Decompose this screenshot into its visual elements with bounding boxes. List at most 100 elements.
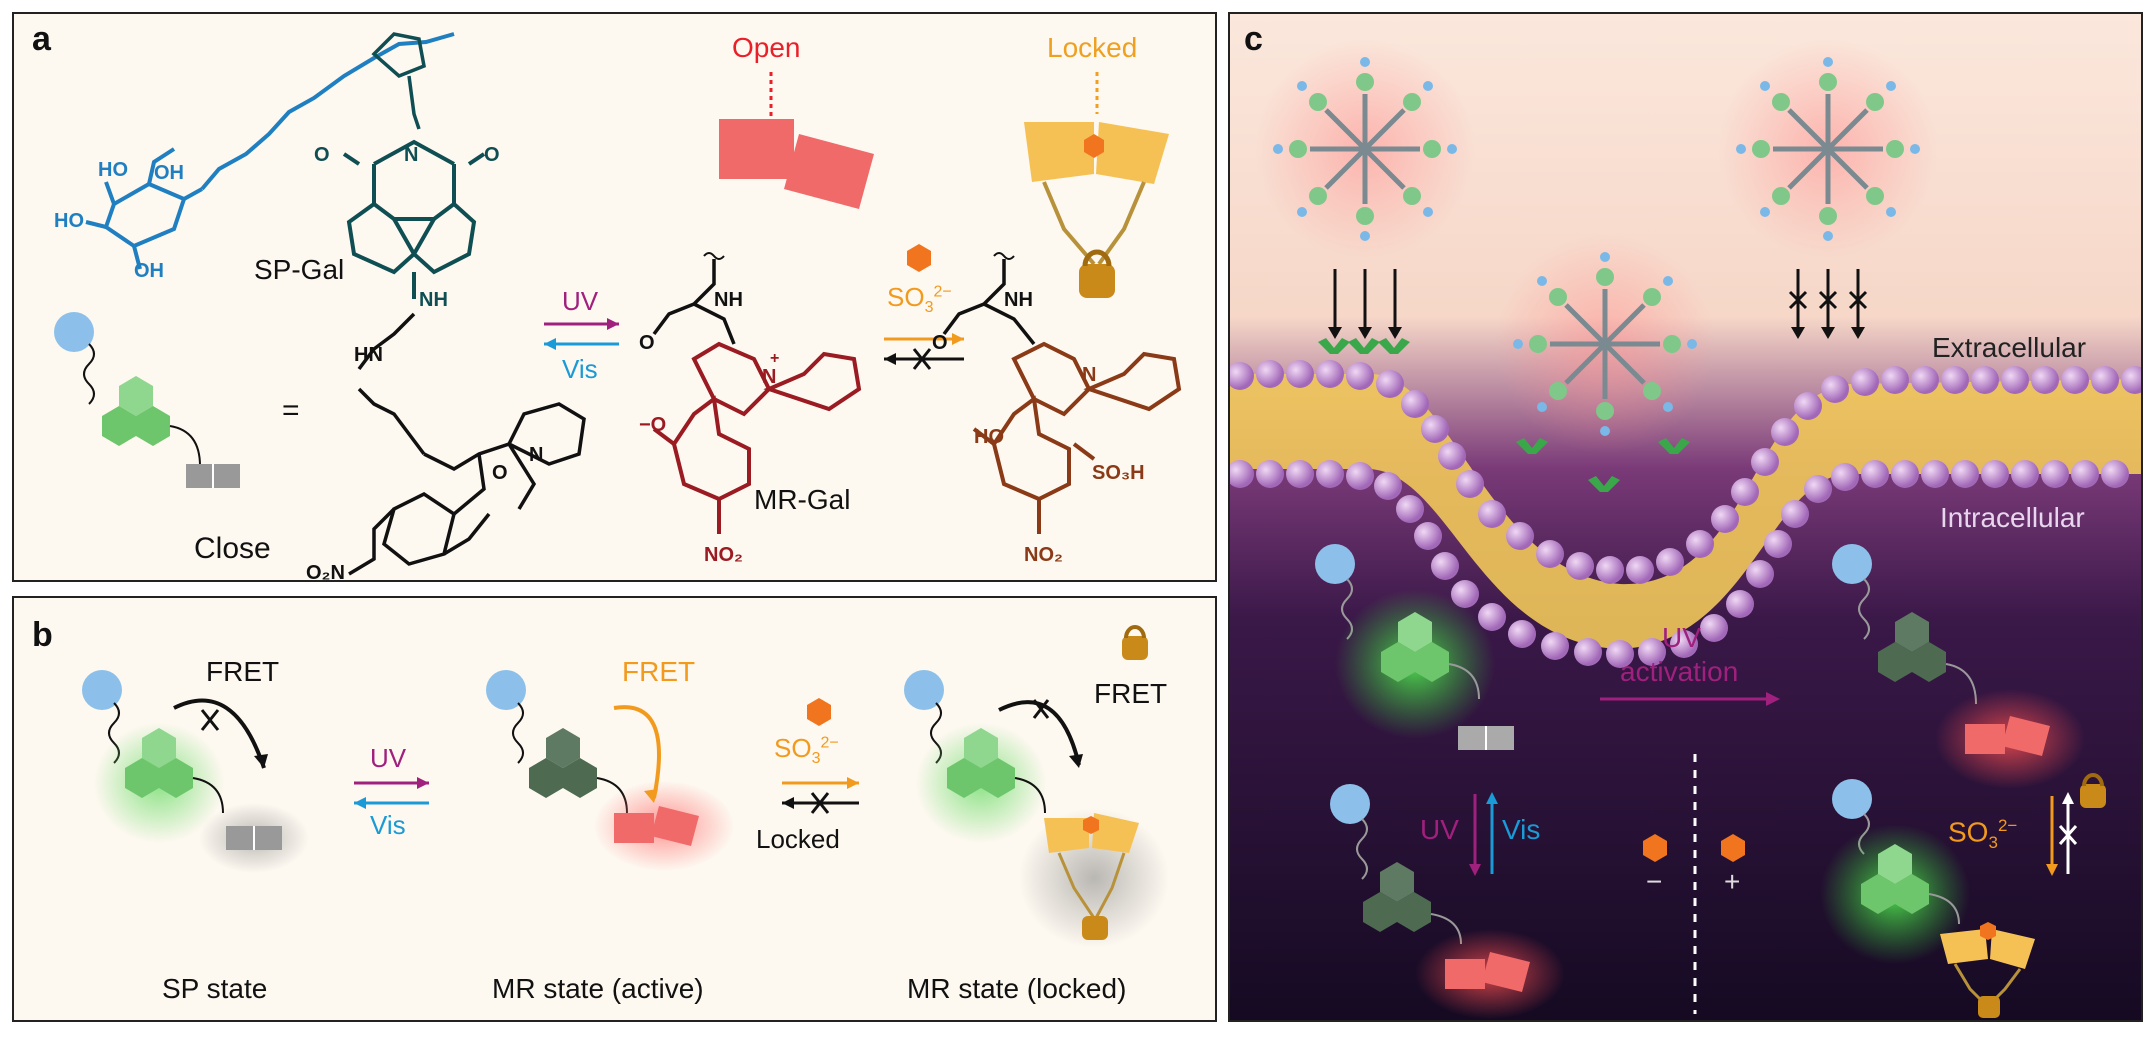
uv-vis-arrows-a <box>544 318 619 350</box>
panel-b-label: b <box>32 616 53 654</box>
sulfite-hexagon-minus <box>1643 834 1667 862</box>
sulfite-label-c: SO32− <box>1948 816 2018 852</box>
panel-a: a <box>12 12 1217 584</box>
atom-o-lock: O <box>932 332 948 354</box>
blocked-marks <box>1788 290 1868 310</box>
atom-n-naph: N <box>404 144 419 166</box>
uv-label-c: UV <box>1420 814 1459 845</box>
locked-hexagon <box>1084 134 1104 158</box>
atom-no2-mr: NO₂ <box>704 544 743 566</box>
mr-gal-label: MR-Gal <box>754 484 851 515</box>
linker-wave-a <box>83 343 95 405</box>
fret-arrow-b1 <box>173 698 266 769</box>
receptors <box>1318 338 1690 492</box>
atom-oh-1: OH <box>154 162 184 184</box>
triazole-ring <box>371 32 426 130</box>
fluorophore-circle-b1 <box>82 670 122 710</box>
extracellular-label: Extracellular <box>1932 332 2087 363</box>
minus-sign: − <box>1646 866 1663 897</box>
bond-mark-1 <box>703 252 725 260</box>
cell-probe-2 <box>1832 544 2085 789</box>
atom-n-sp: N <box>529 444 544 466</box>
atom-nh-naph: NH <box>419 289 448 311</box>
uv-label-b: UV <box>370 743 407 773</box>
atom-o-naph-1: O <box>314 144 330 166</box>
atom-ho-2: HO <box>54 210 84 232</box>
cell-probe-4 <box>1820 779 2035 1018</box>
sp-gal-label: SP-Gal <box>254 254 345 285</box>
mr-gal-structure <box>652 341 862 534</box>
open-block-right <box>784 134 874 209</box>
panel-a-graphics <box>54 32 1182 576</box>
hexagon-a1 <box>119 376 153 416</box>
padlock-icon-c <box>2080 784 2106 808</box>
locked-label-b: Locked <box>756 824 840 854</box>
cell-probe-3 <box>1330 784 1565 1019</box>
locked-label-a: Locked <box>1047 32 1138 63</box>
sulfite-label-a: SO32− <box>887 282 952 317</box>
intracellular-label: Intracellular <box>1940 502 2085 533</box>
hexagon-a3 <box>136 406 170 446</box>
fret-arrow-b2 <box>613 705 661 799</box>
panel-b: b <box>12 596 1217 1022</box>
atom-nh-mr: NH <box>714 289 743 311</box>
uv-activation-uv: UV <box>1662 622 1701 653</box>
fret-label-b2: FRET <box>622 656 696 687</box>
fluorophore-circle-a <box>54 312 94 352</box>
uv-activation-label: activation <box>1620 656 1739 687</box>
sulfite-arrows-a <box>884 333 964 370</box>
fret-arrow-b3 <box>998 700 1081 766</box>
atom-n-mr: N <box>762 366 777 388</box>
panel-b-graphics <box>82 625 1169 948</box>
uv-label-a: UV <box>562 286 599 316</box>
panel-c-graphics <box>1230 14 2141 1020</box>
micelle-3 <box>1495 234 1715 454</box>
atom-ho-1: HO <box>98 159 128 181</box>
atom-o-naph-2: O <box>484 144 500 166</box>
fluorophore-circle-b3 <box>904 670 944 710</box>
vis-label-b: Vis <box>370 810 406 840</box>
locked-block-right <box>1096 122 1169 184</box>
sulfite-label-b: SO32− <box>774 733 839 768</box>
atom-ominus: −O <box>639 414 667 436</box>
plus-sign: + <box>1724 866 1741 897</box>
cell-probe-1 <box>1315 544 1514 750</box>
atom-so3h: SO₃H <box>1092 462 1145 484</box>
locked-linker <box>942 259 1036 346</box>
membrane-heads <box>1230 360 2141 668</box>
open-block-left <box>719 119 794 179</box>
atom-hn: HN <box>354 344 383 366</box>
padlock-icon-b <box>1082 916 1108 940</box>
panel-c-label: c <box>1244 20 1263 58</box>
atom-no2-lock: NO₂ <box>1024 544 1063 566</box>
chain-icon <box>1042 181 1146 266</box>
mr-active-label: MR state (active) <box>492 973 704 1004</box>
atom-o2n: O₂N <box>306 562 345 584</box>
atom-nplus: + <box>770 350 780 367</box>
open-label: Open <box>732 32 801 63</box>
atom-oh-2: OH <box>134 260 164 282</box>
panel-c: c Extracellular Intracellular UV activat… <box>1228 12 2143 1022</box>
close-label: Close <box>194 532 271 565</box>
locked-structure <box>972 341 1182 534</box>
vis-label-c: Vis <box>1502 814 1541 845</box>
locked-block-left <box>1024 122 1094 182</box>
mr-locked-label: MR state (locked) <box>907 973 1127 1004</box>
fluorophore-circle-b2 <box>486 670 526 710</box>
hexagon-a2 <box>102 406 136 446</box>
atom-nh-lock: NH <box>1004 289 1033 311</box>
mr-gal-linker <box>652 259 736 345</box>
sulfite-hexagon-a <box>907 244 931 272</box>
padlock-icon-top <box>1122 636 1148 660</box>
panel-a-label: a <box>32 20 51 58</box>
micelle-1 <box>1255 39 1475 259</box>
sp-state-label: SP state <box>162 973 268 1004</box>
atom-o-mr: O <box>639 332 655 354</box>
atom-n-lock: N <box>1082 364 1097 386</box>
bond-mark-2 <box>993 252 1015 260</box>
vis-label-a: Vis <box>562 354 598 384</box>
naphthalimide-structure <box>342 139 486 299</box>
membrane-band <box>1230 374 2141 649</box>
atom-o-sp: O <box>492 462 508 484</box>
fret-label-b1: FRET <box>206 656 280 687</box>
